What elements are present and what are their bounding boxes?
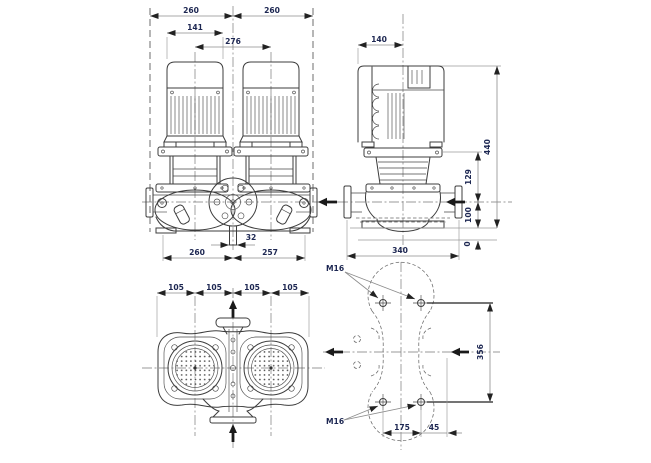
- dim-label-front-bottom-left: 260: [189, 248, 205, 257]
- foundation-view: M16 M16 356 175 45: [323, 261, 500, 450]
- dim-label-side-motor-width: 140: [371, 35, 387, 44]
- base-outline: [353, 261, 435, 442]
- flow-arrow-foundation-left-icon: [325, 347, 343, 357]
- bolt-size-label-top: M16: [326, 264, 344, 273]
- pump-plan-body: [157, 317, 309, 424]
- center-flange: [208, 177, 258, 246]
- dim-label-bolt-edge-offset: 45: [429, 423, 440, 432]
- side-view: 140: [338, 14, 512, 260]
- flow-arrow-inlet-icon: [229, 424, 237, 442]
- dim-label-front-top-right: 260: [264, 6, 280, 15]
- motor-left: [163, 61, 227, 148]
- dim-label-motor-spacing: 276: [225, 37, 241, 46]
- lantern-right: [233, 146, 309, 185]
- flow-arrow-front-icon: [318, 197, 337, 207]
- dim-label-plan-3: 105: [244, 283, 260, 292]
- bolt-size-label-bottom: M16: [326, 417, 344, 426]
- flow-arrow-foundation-right-icon: [451, 347, 469, 357]
- dim-label-motor-width: 141: [187, 23, 203, 32]
- plan-view: 105 105 105 105: [142, 283, 325, 448]
- pump-side: [343, 147, 497, 241]
- dim-label-stem-width: 32: [246, 233, 257, 242]
- dim-label-front-bottom-right: 257: [262, 248, 278, 257]
- anchor-bolts: [375, 295, 429, 410]
- flow-arrow-side-icon: [446, 197, 465, 207]
- dim-label-port-height: 100: [464, 207, 473, 223]
- dim-label-port-to-port: 340: [392, 246, 408, 255]
- front-view: 260 260 141 276: [142, 6, 338, 261]
- motor-side: [357, 65, 445, 148]
- pump-housing-front: [145, 183, 318, 234]
- dim-label-bolt-span-vertical: 356: [476, 344, 485, 360]
- dim-label-plan-4: 105: [282, 283, 298, 292]
- lantern-left: [157, 146, 233, 185]
- dim-label-base-level: 0: [463, 241, 472, 246]
- dim-label-overall-height: 440: [483, 139, 492, 155]
- flow-arrow-outlet-icon: [229, 300, 237, 318]
- dim-label-bolt-span-horizontal: 175: [394, 423, 410, 432]
- dim-label-lantern-height: 129: [464, 169, 473, 185]
- dim-label-plan-1: 105: [168, 283, 184, 292]
- dim-label-plan-2: 105: [206, 283, 222, 292]
- dim-label-front-top-left: 260: [183, 6, 199, 15]
